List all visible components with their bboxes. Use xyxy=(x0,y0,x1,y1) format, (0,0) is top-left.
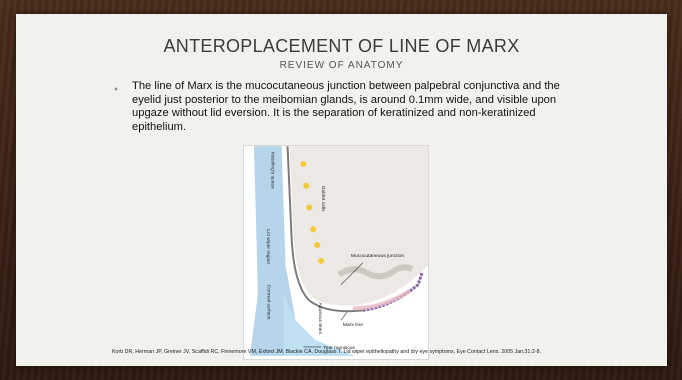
goblet-cell xyxy=(310,226,316,232)
bullet-text: The line of Marx is the mucocutaneous ju… xyxy=(132,80,582,134)
anatomy-figure: Kessling's space Goblet cells Lid wiper … xyxy=(243,145,429,360)
bullet-icon: ● xyxy=(114,86,118,93)
leader-line xyxy=(341,312,347,320)
goblet-cell xyxy=(303,183,309,189)
label-mucocutaneous-junction: Mucocutaneous junction xyxy=(351,253,405,259)
goblet-cell xyxy=(300,161,306,167)
slide-title: ANTEROPLACEMENT OF LINE OF MARX xyxy=(16,36,667,57)
goblet-cell xyxy=(318,258,324,264)
anatomy-diagram: Kessling's space Goblet cells Lid wiper … xyxy=(244,146,428,359)
goblet-cell xyxy=(314,242,320,248)
slide: ANTEROPLACEMENT OF LINE OF MARX REVIEW O… xyxy=(16,14,667,366)
label-kesslings-space: Kessling's space xyxy=(270,152,276,189)
citation: Korb DR, Herman JP, Greiner JV, Scaffidi… xyxy=(112,349,582,356)
goblet-cell xyxy=(306,205,312,211)
lid-tissue xyxy=(286,146,428,306)
label-aqueous-tears: Aqueous tears xyxy=(317,302,323,334)
label-corneal-surface: Corneal surface xyxy=(266,285,272,320)
slide-subtitle: REVIEW OF ANATOMY xyxy=(16,60,667,71)
label-lid-wiper-region: Lid wiper region xyxy=(265,229,271,264)
label-marx-line: Marx line xyxy=(343,322,363,328)
label-goblet-cells: Goblet cells xyxy=(320,186,326,212)
